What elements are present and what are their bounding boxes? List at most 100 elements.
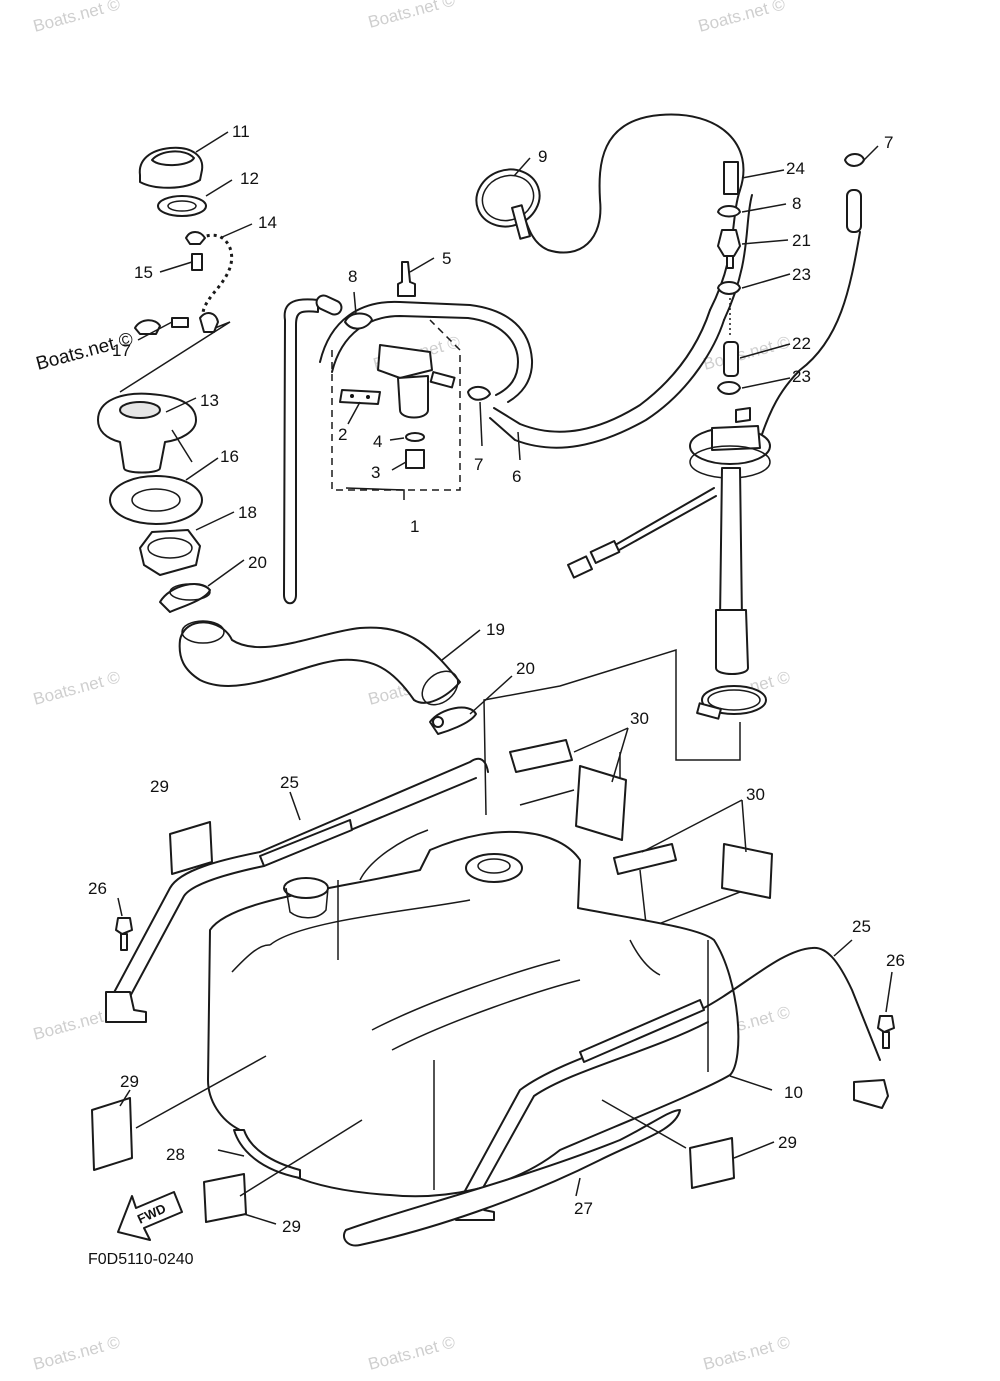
fuel-sender-unit [566,407,771,720]
vent-hose [475,113,753,321]
tank-straps [105,757,889,1221]
callout-22: 22 [792,334,811,353]
sender-clamp [701,685,767,715]
callout-7b: 7 [884,133,893,152]
pad-29d [689,1137,735,1189]
pad-30b [575,765,627,841]
callout-8b: 8 [792,194,801,213]
callout-24: 24 [786,159,805,178]
callout-23a: 23 [792,265,811,284]
chain-clip [185,231,206,245]
drain-screw [405,449,425,469]
bracket [339,389,381,405]
fuel-tank [207,829,740,1198]
cap-seal [157,195,207,217]
fuel-filter-assembly [283,261,725,605]
callout-6: 6 [512,467,521,486]
tank-pad-28 [233,1129,301,1179]
connector [566,555,594,579]
callout-16: 16 [220,447,239,466]
strap-bracket-right [853,1079,889,1109]
tank-inlet [283,877,329,899]
filter-head [377,344,433,379]
vent-pipe [846,189,862,233]
hose-stub [315,294,343,316]
bottom-plate [342,1109,681,1247]
callout-25b: 25 [852,917,871,936]
callout-19: 19 [486,620,505,639]
clip-23a [717,281,741,295]
callout-11: 11 [232,122,250,141]
tie-band [475,168,541,228]
callout-8a: 8 [348,267,357,286]
callout-29b: 29 [120,1072,139,1091]
clip-8b [717,205,741,218]
callout-10: 10 [784,1083,803,1102]
hose-clip-8 [344,312,373,330]
callout-29d: 29 [778,1133,797,1152]
callout-30a: 30 [630,709,649,728]
callout-13: 13 [200,391,219,410]
lock-nut [139,529,201,576]
sender-tube [719,467,743,621]
hose-clamp-20 [429,706,477,735]
watermark: Boats.net © [696,0,787,36]
callout-12: 12 [240,169,259,188]
callout-20b: 20 [516,659,535,678]
watermark: Boats.net © [31,1332,122,1374]
callout-14: 14 [258,213,277,232]
hose-24 [723,161,739,195]
callout-labels: 11 12 14 15 1 7 13 16 18 20 8 5 9 2 4 3 1… [88,122,905,1236]
callout-29c: 29 [282,1217,301,1236]
gasket [109,475,203,525]
callout-29a-visible: 29 [150,777,169,796]
hose-22 [723,341,739,377]
callout-28: 28 [166,1145,185,1164]
check-valve-column [717,153,865,441]
watermark: Boats.net © [701,332,792,374]
bolt [397,261,416,297]
callout-3: 3 [371,463,380,482]
pad-30a [509,739,573,773]
sender-float [715,609,749,675]
filter-cup [397,375,429,419]
callout-30b: 30 [746,785,765,804]
callout-7a: 7 [474,455,483,474]
filter-nipple [429,371,456,389]
pad-29c [203,1173,247,1223]
callout-20a: 20 [248,553,267,572]
callout-5: 5 [442,249,451,268]
callout-18: 18 [238,503,257,522]
fwd-arrow: FWD [117,1191,183,1241]
watermark: Boats.net © [31,667,122,709]
callout-25a: 25 [280,773,299,792]
screw [191,253,203,271]
o-ring [405,432,425,442]
hose-clip-7 [467,386,491,401]
wire-end [134,319,161,335]
sender-port [465,853,523,883]
filler-cap-assembly [97,146,234,613]
callout-27: 27 [574,1199,593,1218]
callout-4: 4 [373,432,382,451]
pad-29b [91,1097,133,1171]
callout-26b: 26 [886,951,905,970]
callout-2: 2 [338,425,347,444]
screw-17 [171,317,189,328]
callout-9: 9 [538,147,547,166]
leader-lines [117,131,893,1225]
pad-30c [613,843,677,875]
bolts-26 [115,917,895,1049]
clip-7b [844,153,865,167]
callout-26a: 26 [88,879,107,898]
diagram-code: F0D5110-0240 [88,1251,194,1268]
pad-30d [721,843,773,899]
watermark: Boats.net © [701,1332,792,1374]
check-valve [717,229,741,257]
callout-1: 1 [410,517,419,536]
watermark: Boats.net © [31,0,122,36]
strap-hook-left [105,991,147,1023]
pad-29a [169,821,213,875]
callout-15: 15 [134,263,153,282]
